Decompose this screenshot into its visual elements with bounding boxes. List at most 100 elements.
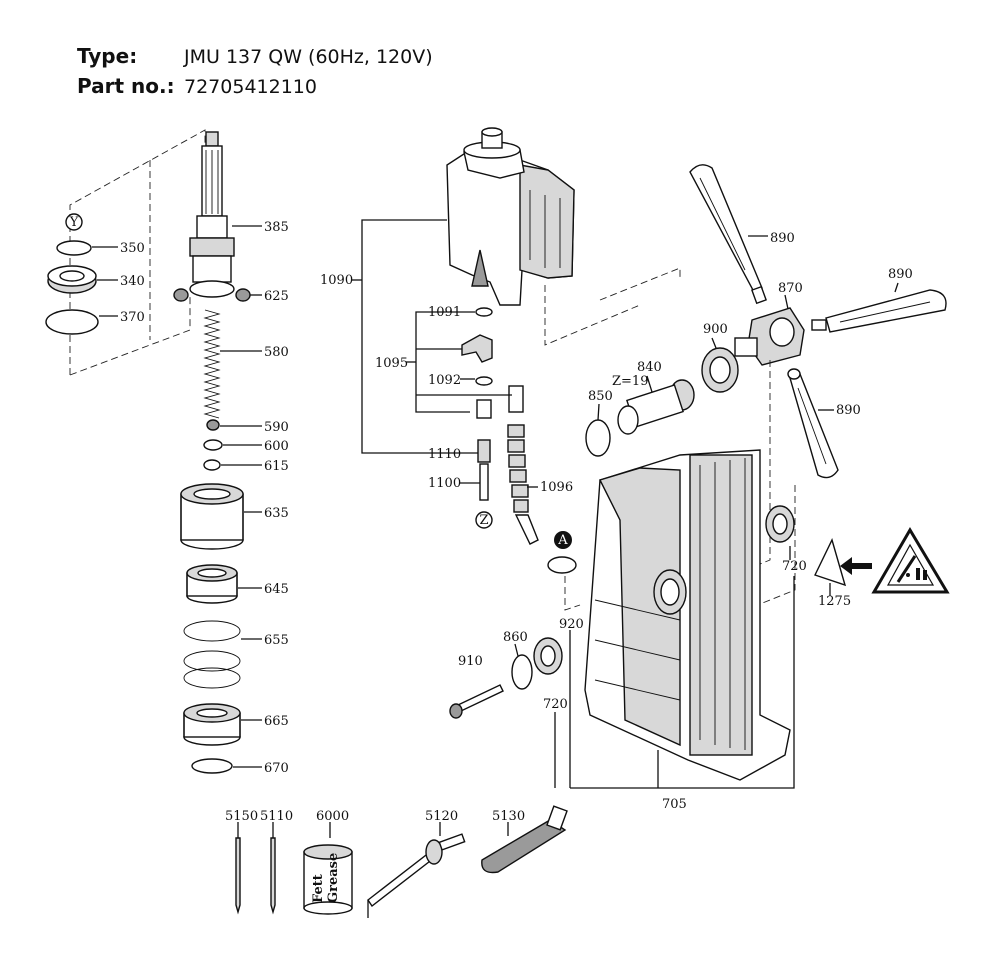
- dashed-outline-left: [69, 129, 206, 376]
- pin-part-5150: [235, 822, 241, 915]
- ring-y-marker: Y: [65, 213, 83, 231]
- tap-parts: [461, 307, 493, 501]
- gear-part-900: [701, 347, 739, 393]
- label-1275: 1275: [818, 594, 851, 609]
- strap-part-5130: [481, 805, 568, 874]
- grease-can-text-grease: Grease: [326, 853, 341, 903]
- label-350: 350: [120, 241, 145, 256]
- label-plate-part-1275: [814, 538, 847, 587]
- ring-part-370: [45, 309, 99, 335]
- handle-part-890-bottom: [787, 368, 839, 479]
- label-655: 655: [264, 633, 289, 648]
- type-label: Type:: [77, 44, 138, 68]
- right-labels: 890 870 890 900 840 Z=19 850 890: [588, 231, 913, 418]
- part-number-value: 72705412110: [184, 76, 317, 98]
- label-860: 860: [503, 630, 528, 645]
- left-leaders: [92, 225, 262, 768]
- label-890-top: 890: [770, 231, 795, 246]
- label-385: 385: [264, 220, 289, 235]
- washer-part-920: [547, 556, 577, 574]
- label-890-bottom: 890: [836, 403, 861, 418]
- label-1100: 1100: [428, 476, 461, 491]
- handle-part-890-top: [689, 164, 767, 305]
- right-leaders: [597, 235, 899, 421]
- marker-a: A: [557, 533, 568, 548]
- handle-part-890-right: [811, 289, 947, 333]
- part-number-row: Part no.: 72705412110: [77, 74, 433, 104]
- label-645: 645: [264, 582, 289, 597]
- ring-part-350: [56, 240, 92, 256]
- washer-part-600: [203, 439, 223, 451]
- arrow-to-plate: [840, 557, 872, 575]
- frame-leaders: [514, 546, 831, 789]
- gear-shaft-part-840: [617, 379, 695, 435]
- label-1096: 1096: [540, 480, 573, 495]
- frame-labels: 720 1275 920 860 910 720 705: [458, 559, 851, 812]
- warning-sign: [871, 527, 950, 594]
- grease-can-part-6000: Fett Grease: [303, 822, 353, 915]
- hub-part-870: [734, 307, 805, 366]
- label-6000: 6000: [316, 809, 349, 824]
- label-600: 600: [264, 439, 289, 454]
- tank-labels: 1090 1091 1095 1092 1110 1100 1096: [320, 273, 573, 495]
- z-marker: Z: [475, 511, 493, 529]
- label-665: 665: [264, 714, 289, 729]
- a-marker: A: [554, 531, 572, 549]
- label-850: 850: [588, 389, 613, 404]
- label-590: 590: [264, 420, 289, 435]
- label-5110: 5110: [260, 809, 293, 824]
- springs-part-655: [183, 620, 241, 689]
- sleeve-part-665: [183, 703, 241, 746]
- label-920: 920: [559, 617, 584, 632]
- bolt-part-910: [449, 684, 504, 719]
- label-370: 370: [120, 310, 145, 325]
- coolant-tank-part: [446, 127, 575, 306]
- part-number-label: Part no.:: [77, 74, 175, 98]
- label-720-left: 720: [543, 697, 568, 712]
- marker-z: Z: [479, 513, 488, 528]
- label-615: 615: [264, 459, 289, 474]
- label-1090: 1090: [320, 273, 353, 288]
- ring-part-860: [511, 654, 533, 690]
- label-635: 635: [264, 506, 289, 521]
- label-5120: 5120: [425, 809, 458, 824]
- hose-part-1096: [507, 385, 539, 545]
- stand-frame-part: [584, 449, 791, 781]
- circlip-part-670: [191, 758, 233, 774]
- sleeve-part-645: [186, 564, 238, 604]
- label-900: 900: [703, 322, 728, 337]
- bearing-part-340: [47, 265, 97, 294]
- bottom-labels: 5150 5110 6000 5120 5130: [225, 809, 525, 824]
- label-910: 910: [458, 654, 483, 669]
- ring-part-850: [585, 419, 611, 457]
- label-720-right: 720: [782, 559, 807, 574]
- gear-teeth-label: Z=19: [612, 374, 648, 389]
- circlip-part-615: [203, 459, 221, 471]
- label-1095: 1095: [375, 356, 408, 371]
- label-705: 705: [662, 797, 687, 812]
- pin-part-5110: [270, 822, 276, 915]
- type-value: JMU 137 QW (60Hz, 120V): [184, 46, 433, 68]
- type-row: Type: JMU 137 QW (60Hz, 120V): [77, 44, 433, 74]
- label-625: 625: [264, 289, 289, 304]
- label-1110: 1110: [428, 447, 461, 462]
- label-340: 340: [120, 274, 145, 289]
- label-5130: 5130: [492, 809, 525, 824]
- grease-can-text-fett: Fett: [311, 874, 326, 903]
- ejector-pin-part-5120: [367, 822, 466, 918]
- label-890-right: 890: [888, 267, 913, 282]
- label-1092: 1092: [428, 373, 461, 388]
- bushing-part-720-left: [533, 637, 563, 675]
- label-580: 580: [264, 345, 289, 360]
- label-840: 840: [637, 360, 662, 375]
- label-870: 870: [778, 281, 803, 296]
- marker-y: Y: [69, 215, 79, 230]
- sleeve-part-635: [180, 483, 244, 550]
- label-670: 670: [264, 761, 289, 776]
- bushing-part-720-right: [765, 505, 795, 543]
- spindle-part: [189, 131, 235, 298]
- label-5150: 5150: [225, 809, 258, 824]
- left-labels: 385 350 340 370 625 580 590 600 615 635 …: [120, 220, 289, 776]
- header: Type: JMU 137 QW (60Hz, 120V) Part no.: …: [77, 44, 433, 104]
